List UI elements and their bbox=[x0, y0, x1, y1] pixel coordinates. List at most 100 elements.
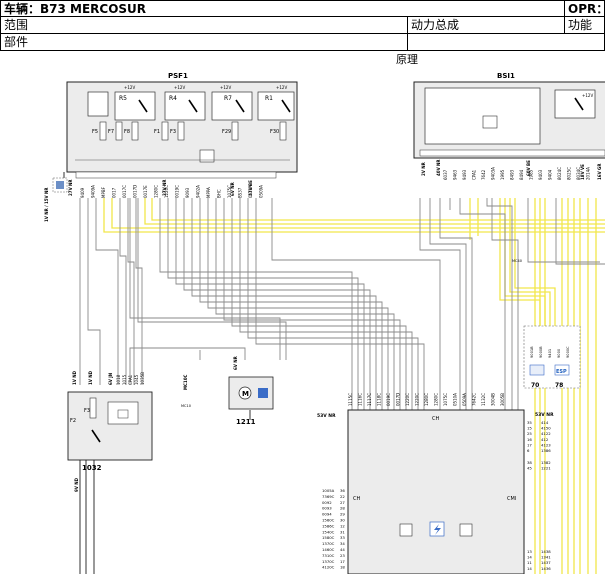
psf1-wire-code: 0017E bbox=[143, 185, 148, 198]
psf1-connector-labels: 27V NR 27V NR 6V NR 27V BE 1V NR / 15V N… bbox=[44, 180, 253, 222]
ecu-left-pin-code: 0094 bbox=[322, 512, 332, 517]
bsi1-title: BSI1 bbox=[497, 72, 515, 80]
ecu-right-pin-code: 412 bbox=[541, 437, 549, 442]
psf1-wire-code: MPPA bbox=[206, 187, 211, 198]
ecu-wire-code: 1118C bbox=[377, 393, 382, 406]
bsi1-relay-switch-icon bbox=[574, 97, 584, 111]
psf1-wire-code: BHC bbox=[217, 189, 222, 198]
bsi1-chip-icon bbox=[482, 115, 498, 129]
esp-subblock bbox=[523, 325, 581, 389]
esp-wire-code: 9000 bbox=[557, 348, 561, 358]
fuse-1032 bbox=[89, 397, 97, 419]
svg-text:M: M bbox=[242, 390, 249, 398]
psf1-title: PSF1 bbox=[168, 72, 188, 80]
ecu-wire-code: 1115C bbox=[348, 393, 353, 406]
fuse-f29-label: F29 bbox=[222, 129, 231, 135]
ecu-right-pin-code: 1386 bbox=[541, 448, 551, 453]
relay-r4-label: R4 bbox=[169, 95, 177, 102]
connector-psf-mid: 27V NR bbox=[162, 180, 167, 196]
ecu-right-pin-code: 4150 bbox=[541, 426, 551, 431]
bsi1-wire-code: 9403 bbox=[538, 169, 543, 180]
abs-icon bbox=[529, 364, 545, 376]
bsi1-wire-code: 2014A bbox=[586, 167, 591, 180]
ecu-wire-code: 1280C bbox=[434, 393, 439, 406]
ecu-left-pin-number: 23 bbox=[340, 553, 345, 558]
bsi1-connector-labels: 2V NR 40V NR 60V BE 18V VE 16V GR bbox=[421, 160, 602, 180]
mc10c-label: MC10C bbox=[183, 375, 188, 390]
connector-bsi-2v: 2V NR bbox=[421, 162, 426, 176]
psf1-wire-code: 0017 bbox=[112, 187, 117, 198]
ecu-left-pin-code: 1370C bbox=[322, 541, 335, 546]
mc40-label: MC40 bbox=[512, 259, 522, 263]
ecu-wire-code: 1116C bbox=[358, 393, 363, 406]
component-value-cell bbox=[408, 34, 605, 51]
ecu-left-pin-code: 0093 bbox=[322, 506, 332, 511]
psf1-wire-code: MPBF bbox=[101, 186, 106, 198]
m1211-label: 1211 bbox=[236, 418, 256, 426]
esp-ref-right: 78 bbox=[555, 382, 563, 389]
m1032-wire-code: 1035B bbox=[140, 372, 145, 385]
bsi1-wire-code: 8493 bbox=[510, 169, 515, 180]
relay-r7-label: R7 bbox=[224, 95, 232, 102]
wiring-diagram: 原理 bbox=[44, 53, 605, 574]
function-cell: 功能 bbox=[565, 17, 605, 34]
relay-r5-label: R5 bbox=[119, 95, 127, 102]
ecu-right-pin-code: 1341 bbox=[541, 555, 551, 560]
m1032-connectors: 1V ND 1V ND 6V JN 9V ND bbox=[72, 370, 113, 492]
bsi1-wire-code: 8025C bbox=[567, 167, 572, 180]
m1032-wire-code: CPA1 bbox=[128, 374, 133, 385]
psf1-wire-code: 0017C bbox=[122, 185, 127, 198]
esp-label: ESP bbox=[556, 369, 567, 375]
psf1-wire-code: 0017D bbox=[133, 185, 138, 198]
powertrain-cell: 动力总成 bbox=[408, 17, 565, 34]
psf1-wire-code: 9409 bbox=[80, 187, 85, 198]
psf1-pin-strip bbox=[75, 171, 277, 179]
diag-plug-icon bbox=[56, 181, 64, 189]
fuse-f5-label: F5 bbox=[92, 129, 98, 135]
psf1-wire-code: 1075C bbox=[227, 185, 232, 198]
connector-bsi-16v: 16V GR bbox=[597, 164, 602, 180]
ecu-wire-code: 3005B bbox=[500, 393, 505, 406]
connector-1032-b: 1V ND bbox=[88, 370, 93, 385]
ecu-wire-code: 1075C bbox=[443, 393, 448, 406]
bsi1-wire-code: 6037 bbox=[443, 169, 448, 180]
esp-wire-code: 9001B bbox=[530, 346, 534, 358]
ecu-left-pin-number: 44 bbox=[340, 547, 345, 552]
vehicle-cell: 车辆：B73 MERCOSUR bbox=[0, 0, 565, 17]
ecu-left-pin-code: 7369C bbox=[322, 494, 335, 499]
ecu-right-pin-code: 1382 bbox=[541, 460, 551, 465]
bsi1-wire-code: 8024C bbox=[557, 167, 562, 180]
m1032-label: 1032 bbox=[82, 464, 102, 472]
wires-gray bbox=[79, 198, 605, 410]
fuse-labels: F5 F7 F8 F1 F3 F29 F30 bbox=[92, 129, 279, 135]
bsi1-wire-code: 8494 bbox=[519, 169, 524, 180]
ecu-wire-code: 1117C bbox=[367, 393, 372, 406]
connector-psf-6v: 6V NR bbox=[230, 182, 235, 196]
fuse-f7-label: F7 bbox=[108, 129, 114, 135]
ecu-left-pin-code: 0092 bbox=[322, 500, 332, 505]
esp-ref-left: 70 bbox=[531, 382, 539, 389]
v12-label-1: +12V bbox=[124, 85, 135, 90]
ecu-right-pin-code: 414 bbox=[541, 420, 549, 425]
ecu-left-pin-code: 1540C bbox=[322, 529, 335, 534]
v12-label-2: +12V bbox=[174, 85, 185, 90]
ecu-right-pin-number: 45 bbox=[527, 466, 532, 471]
bsi1-wire-code: 9463 bbox=[453, 169, 458, 180]
fuse-f30-label: F30 bbox=[270, 129, 279, 135]
scope-cell: 范围 bbox=[0, 17, 408, 34]
ecu-left-pin-code: 1580C bbox=[322, 535, 335, 540]
ecu-wire-code: 0509A bbox=[462, 393, 467, 406]
ecu-right-pin-number: 6 bbox=[527, 448, 530, 453]
relay-labels: R5 R4 R7 R1 bbox=[119, 95, 273, 102]
ecu-left-pin-code: 1370C bbox=[322, 559, 335, 564]
connector-bsi-40v: 40V NR bbox=[436, 160, 441, 176]
relay-switch-icons bbox=[138, 99, 291, 113]
ecu-left-pin-number: 28 bbox=[340, 506, 345, 511]
mc10-label: MC10 bbox=[181, 404, 191, 408]
